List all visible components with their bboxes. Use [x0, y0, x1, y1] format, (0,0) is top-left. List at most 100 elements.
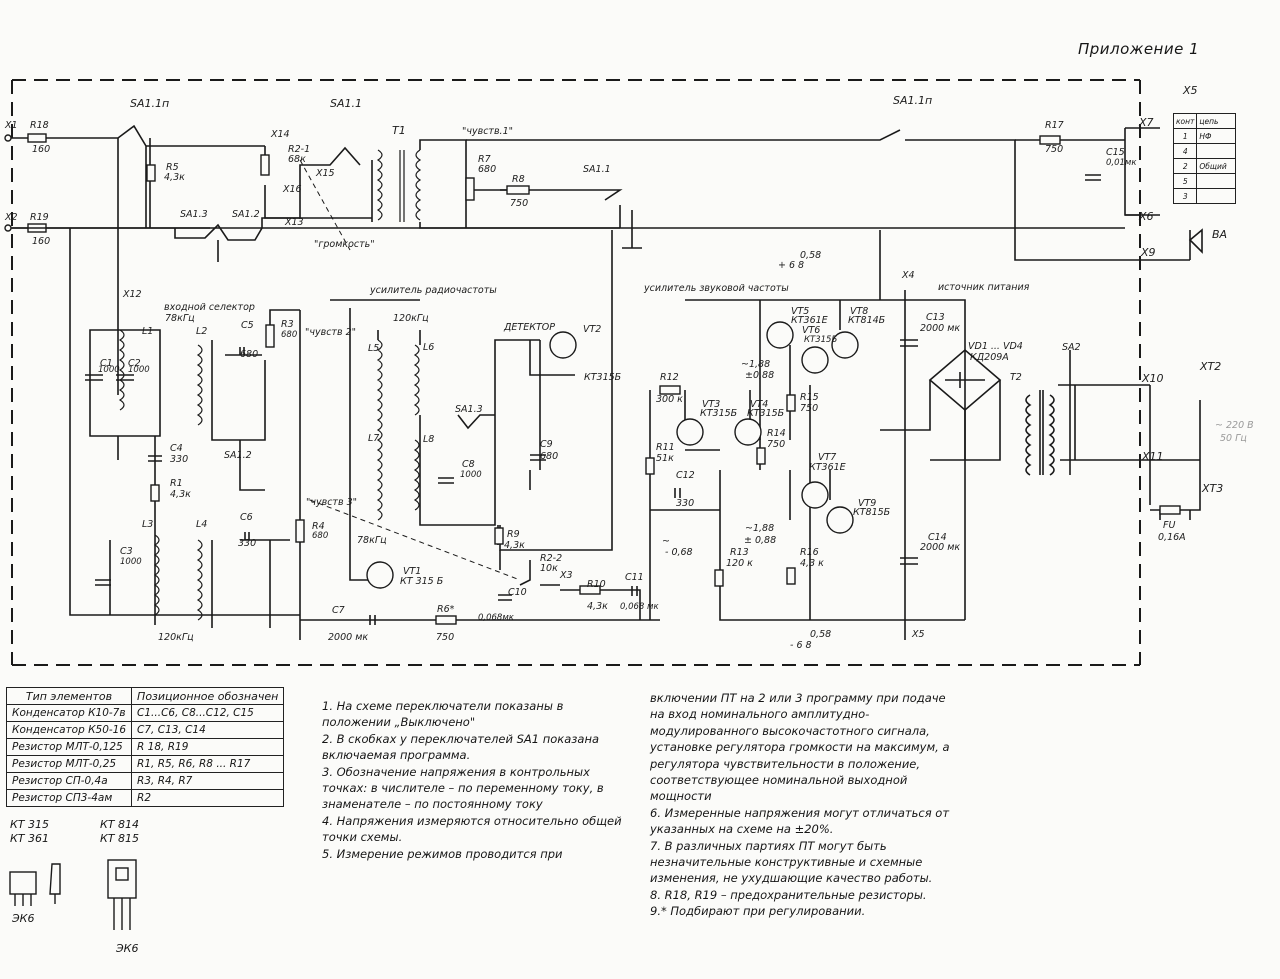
xs-header-circuit: цепь	[1196, 113, 1237, 129]
label-vt9: VT9	[858, 498, 876, 509]
pkg-code-right: ЭК6	[116, 942, 139, 955]
label-r1: R1	[170, 478, 183, 489]
label-vt3t: КТ315Б	[700, 408, 738, 419]
label-sa2: SA2	[1062, 342, 1081, 353]
label-xt2: XT2	[1199, 360, 1221, 373]
label-l7: L7	[368, 433, 379, 444]
label-c14: C14	[928, 532, 947, 543]
label-v5: 0,58	[810, 629, 831, 640]
label-r12: R12	[660, 372, 679, 383]
r7-body	[465, 177, 475, 201]
label-r5v: 4,3к	[164, 172, 185, 183]
amp-resistors	[435, 385, 796, 625]
label-c3v: 1000	[120, 557, 142, 567]
note-6: 6. Измеренные напряжения могут отличатьс…	[650, 805, 950, 837]
label-r10v: 4,3к	[587, 601, 608, 612]
label-c1: C1	[100, 358, 113, 369]
parts-header-row: Тип элементов Позиционное обозначен	[5, 687, 285, 705]
note-5: 5. Измерение режимов проводится при	[322, 846, 563, 861]
label-c4v: 330	[170, 454, 188, 465]
label-c6v: 330	[238, 538, 256, 549]
label-ist-pit: источник питания	[938, 282, 1030, 293]
label-gromkost: "громкость"	[314, 239, 375, 250]
label-x9: X9	[1140, 246, 1156, 259]
mechanical-link-volume	[299, 159, 521, 581]
label-x14: X14	[270, 129, 290, 140]
label-c7v: 2000 мк	[328, 632, 368, 643]
label-c11: C11	[625, 572, 644, 583]
kt814-package-icon	[107, 859, 137, 930]
speaker-symbol	[1188, 228, 1203, 254]
label-x12: X12	[122, 289, 142, 300]
xs-row: 4	[1172, 143, 1237, 159]
label-xt3: XT3	[1201, 482, 1223, 495]
label-x2: X2	[4, 212, 18, 223]
label-sa1-1b: SA1.1	[583, 164, 611, 175]
pkg-label-kt815: КТ 815	[100, 832, 140, 845]
appendix-title: Приложение 1	[1078, 40, 1200, 58]
label-c12v: 330	[676, 498, 694, 509]
label-r9v: 4,3к	[504, 540, 525, 551]
label-x1: X1	[4, 120, 18, 131]
label-r2-2: R2-2	[540, 553, 562, 564]
note-1: 1. На схеме переключатели показаны в пол…	[322, 699, 564, 730]
power-supply	[880, 348, 1201, 520]
label-chuvst2: "чувств 2"	[305, 327, 356, 338]
label-usil-zch: усилитель звуковой частоты	[643, 283, 789, 294]
label-c9v: 680	[540, 451, 558, 462]
label-l1: L1	[142, 326, 153, 337]
xs-row: 3	[1172, 188, 1237, 204]
label-t1: T1	[392, 124, 406, 137]
label-ba: BA	[1212, 228, 1227, 241]
label-vt7t: КТ361Е	[809, 462, 846, 473]
part-type: Резистор СП3-4ам	[5, 789, 133, 807]
note-7: 7. В различных партиях ПТ могут быть нез…	[650, 838, 933, 886]
label-vt1t: КТ 315 Б	[400, 576, 444, 587]
label-vt3: VT3	[702, 399, 720, 410]
label-r11: R11	[656, 442, 675, 453]
label-vt4t: КТ315Б	[747, 408, 785, 419]
label-vt6t: КТ315Б	[804, 335, 837, 345]
label-c7: C7	[332, 605, 345, 616]
label-v3b: ± 0,88	[744, 535, 776, 546]
parts-header-designator: Позиционное обозначен	[131, 687, 285, 705]
label-vt8: VT8	[850, 306, 868, 317]
r8-body	[506, 185, 530, 195]
label-r15: R15	[800, 392, 819, 403]
xs-pin: 4	[1172, 143, 1198, 159]
label-r14: R14	[767, 428, 786, 439]
kt315-package-icon	[9, 863, 61, 906]
part-type: Резистор СП-0,4а	[5, 772, 133, 790]
label-vt6: VT6	[802, 325, 820, 336]
xs-circuit: НФ	[1196, 128, 1237, 144]
label-fuv: 0,16А	[1158, 532, 1186, 543]
label-fu: FU	[1163, 520, 1175, 531]
transistor-package-drawings	[9, 859, 137, 930]
label-c9: C9	[540, 439, 553, 450]
label-r1v: 4,3к	[170, 489, 191, 500]
note-3: 3. Обозначение напряжения в контрольных …	[322, 764, 604, 812]
label-vt2t: КТ315Б	[584, 372, 622, 383]
label-c8v: 1000	[460, 470, 482, 480]
label-l3: L3	[142, 519, 153, 530]
label-usil-rch: усилитель радиочастоты	[369, 285, 497, 296]
label-v4: ~	[662, 536, 670, 547]
xs-circuit	[1196, 173, 1237, 189]
schematic-labels: X1 R18 160 X2 R19 160 SA1.1п SA1.1 SA1.1…	[4, 84, 1254, 651]
label-r11v: 51к	[656, 453, 674, 464]
label-vd: VD1 ... VD4	[968, 341, 1023, 352]
label-r4: R4	[312, 521, 325, 532]
label-r9: R9	[507, 529, 520, 540]
label-mains-f: 50 Гц	[1220, 433, 1247, 444]
fuse-body	[1159, 505, 1181, 515]
label-sa1-2a: SA1.2	[232, 209, 260, 220]
label-c14v: 2000 мк	[920, 542, 960, 553]
label-sa1-2b: SA1.2	[224, 450, 252, 461]
capacitors	[85, 174, 1101, 625]
label-r19: R19	[30, 212, 49, 223]
label-l4: L4	[196, 519, 207, 530]
notes-column-left: 1. На схеме переключатели показаны в пол…	[322, 698, 622, 862]
